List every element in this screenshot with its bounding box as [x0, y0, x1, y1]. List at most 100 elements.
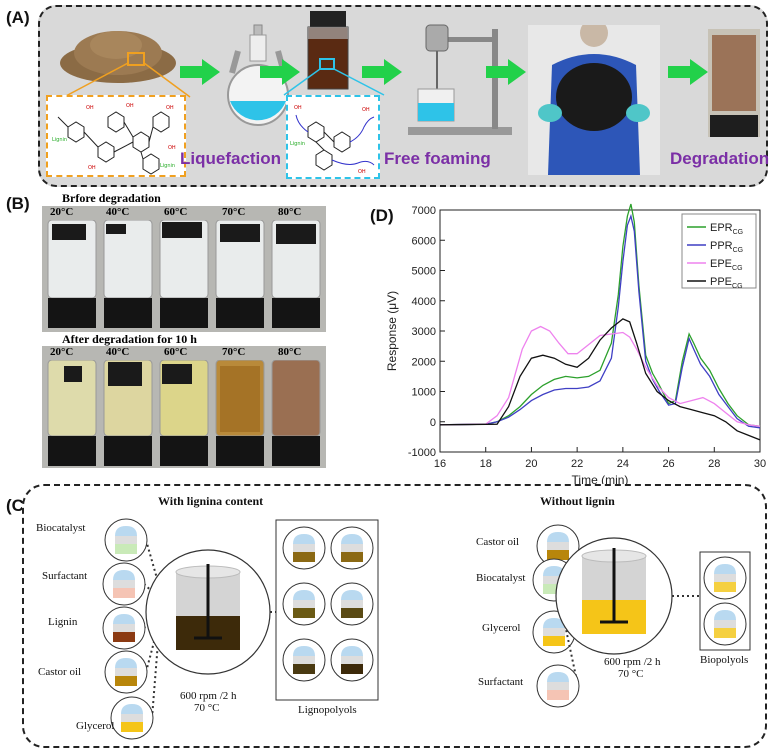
before-vials — [47, 220, 321, 328]
zoom-lines — [63, 62, 191, 98]
component-label: Castor oil — [38, 666, 82, 678]
temp-label: 70°C — [222, 346, 246, 358]
right-title: Without lignin — [540, 494, 615, 508]
ingredient-jar — [102, 606, 146, 650]
sawdust-image — [60, 31, 176, 83]
ingredient-jar — [110, 696, 154, 740]
step-label-degradation: Degradation — [670, 149, 770, 168]
panel-label-d: (D) — [370, 206, 394, 225]
three-neck-flask-icon — [227, 24, 289, 126]
before-title: Brfore degradation — [62, 191, 161, 205]
svg-text:OH: OH — [294, 105, 302, 111]
connector-line — [145, 539, 159, 583]
y-tick-label: 7000 — [412, 205, 436, 217]
temp-label: 60°C — [164, 346, 188, 358]
svg-text:OH: OH — [166, 105, 174, 111]
panel-label-b: (B) — [6, 194, 30, 213]
ingredient-jar — [536, 524, 580, 568]
after-title: After degradation for 10 h — [62, 332, 197, 346]
zoom-lines — [283, 68, 385, 96]
y-tick-label: 6000 — [412, 235, 436, 247]
panel-label-a: (A) — [6, 8, 30, 27]
step-label-free-foaming: Free foaming — [384, 149, 491, 168]
lignopolyol-jar — [330, 526, 374, 570]
condition-label: 600 rpm /2 h — [604, 656, 661, 668]
foam-photo-image — [528, 25, 660, 175]
ingredient-jar — [104, 650, 148, 694]
arrow-icon — [260, 59, 300, 85]
arrow-icon — [362, 59, 402, 85]
y-tick-label: 4000 — [412, 296, 436, 308]
step-label-liquefaction: Liquefaction — [180, 149, 282, 168]
component-label: Surfactant — [478, 676, 524, 688]
liquefied-vial-image — [307, 11, 349, 90]
component-label: Surfactant — [42, 570, 88, 582]
polyol-structure-box: OH OH OH Lignin — [286, 95, 380, 179]
temp-label: 40°C — [106, 346, 130, 358]
temp-label: 80°C — [278, 206, 302, 218]
x-tick-label: 16 — [434, 458, 446, 470]
lignopolyol-jar — [330, 582, 374, 626]
temp-label: 20°C — [50, 206, 74, 218]
temp-label: 40°C — [106, 206, 130, 218]
component-label: Castor oil — [476, 536, 520, 548]
arrow-icon — [486, 59, 526, 85]
connector-line — [151, 641, 159, 719]
arrow-icon — [180, 59, 220, 85]
reactor-biopolyols — [555, 537, 673, 655]
component-label: Biocatalyst — [36, 522, 86, 534]
degradation-jar-image — [708, 29, 760, 137]
component-label: Glycerol — [76, 720, 115, 732]
mixer-stand-icon — [408, 24, 512, 135]
x-tick-label: 18 — [480, 458, 492, 470]
ingredient-jar — [104, 518, 148, 562]
y-tick-label: 1000 — [412, 387, 436, 399]
condition-label: 600 rpm /2 h — [180, 690, 237, 702]
series-line-ppe — [439, 318, 761, 441]
polyol-structure-icon: OH OH OH Lignin — [290, 105, 375, 175]
reactor-lignopolyols — [145, 549, 271, 675]
x-tick-label: 30 — [754, 458, 766, 470]
after-vials — [47, 360, 321, 466]
temp-label: 80°C — [278, 346, 302, 358]
x-axis-label: Time (min) — [572, 473, 629, 487]
product-label: Biopolyols — [700, 654, 749, 666]
x-tick-label: 20 — [525, 458, 537, 470]
panel-c-synthesis: With lignina content Without lignin Bioc… — [22, 484, 767, 748]
y-tick-label: 0 — [430, 417, 436, 429]
component-label: Biocatalyst — [476, 572, 526, 584]
temp-label: 60°C — [164, 206, 188, 218]
y-tick-label: 5000 — [412, 266, 436, 278]
svg-text:OH: OH — [358, 169, 366, 175]
component-label: Lignin — [48, 616, 78, 628]
series-line-epr — [439, 203, 761, 427]
y-tick-label: 2000 — [412, 356, 436, 368]
component-label: Glycerol — [482, 622, 521, 634]
y-tick-label: -1000 — [408, 447, 436, 459]
series-line-ppr — [439, 213, 761, 429]
product-label: Lignopolyols — [298, 704, 357, 716]
ingredient-jar — [536, 664, 580, 708]
x-tick-label: 22 — [571, 458, 583, 470]
after-degradation-photo: 20°C 40°C 60°C 70°C 80°C — [42, 346, 326, 468]
x-tick-label: 28 — [708, 458, 720, 470]
lignopolyol-jar — [282, 638, 326, 682]
svg-text:OH: OH — [362, 107, 370, 113]
temp-label: 70°C — [222, 206, 246, 218]
lignopolyol-jar — [282, 582, 326, 626]
svg-text:OH: OH — [168, 145, 176, 151]
biopolyol-jar — [703, 556, 747, 600]
svg-text:Lignin: Lignin — [290, 141, 305, 147]
synthesis-diagram — [102, 518, 751, 740]
svg-text:OH: OH — [88, 165, 96, 171]
x-tick-label: 24 — [617, 458, 629, 470]
y-axis-label: Response (μV) — [385, 291, 399, 371]
ingredient-jar — [102, 562, 146, 606]
condition-label: 70 °C — [618, 668, 644, 680]
condition-label: 70 °C — [194, 702, 220, 714]
lignopolyol-jar — [330, 638, 374, 682]
